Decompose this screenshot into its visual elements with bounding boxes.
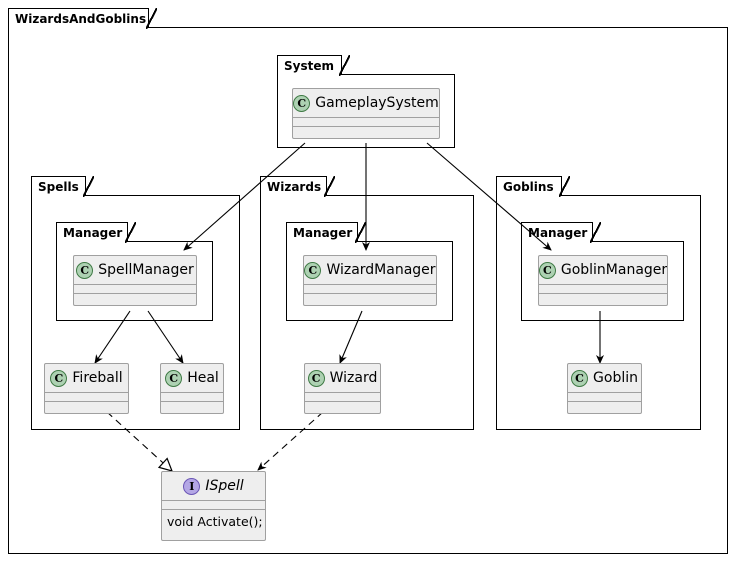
operations-compartment bbox=[293, 127, 439, 135]
compartment-divider bbox=[304, 284, 436, 285]
compartment-divider bbox=[304, 293, 436, 294]
package-label-goblins: Goblins bbox=[496, 175, 570, 197]
class-stereotype-icon: C bbox=[76, 261, 94, 279]
operations-compartment bbox=[161, 402, 223, 410]
package-label-wizardsandgoblins: WizardsAndGoblins bbox=[8, 7, 157, 29]
class-name: Wizard bbox=[329, 370, 378, 386]
compartment-divider bbox=[162, 509, 265, 510]
class-name: GoblinManager bbox=[560, 262, 668, 278]
operations-compartment bbox=[539, 294, 667, 302]
attributes-compartment bbox=[304, 285, 436, 293]
class-heal[interactable]: C Heal bbox=[160, 363, 224, 414]
package-label-spells: Spells bbox=[31, 175, 94, 197]
operations-compartment bbox=[74, 294, 196, 302]
class-wizard[interactable]: C Wizard bbox=[304, 363, 381, 414]
class-stereotype-icon: C bbox=[307, 369, 325, 387]
class-spellmanager[interactable]: C SpellManager bbox=[73, 255, 197, 306]
class-name: SpellManager bbox=[98, 262, 194, 278]
method-signature: void Activate(); bbox=[167, 513, 263, 529]
class-name: Goblin bbox=[593, 370, 638, 386]
operations-compartment: void Activate(); bbox=[162, 510, 265, 532]
interface-ispell[interactable]: I ISpell void Activate(); bbox=[161, 471, 266, 541]
compartment-divider bbox=[293, 117, 439, 118]
package-title: Manager bbox=[528, 225, 588, 240]
class-header: C SpellManager bbox=[74, 256, 196, 284]
compartment-divider bbox=[539, 293, 667, 294]
class-stereotype-icon: C bbox=[165, 369, 183, 387]
compartment-divider bbox=[305, 401, 380, 402]
class-header: C GameplaySystem bbox=[293, 89, 439, 117]
class-header: C WizardManager bbox=[304, 256, 436, 284]
package-title: Spells bbox=[38, 179, 79, 194]
interface-header: I ISpell bbox=[162, 472, 265, 500]
compartment-divider bbox=[161, 392, 223, 393]
package-title: Wizards bbox=[267, 179, 322, 194]
class-stereotype-icon: C bbox=[50, 369, 68, 387]
operations-compartment bbox=[568, 402, 641, 410]
package-title: Manager bbox=[293, 225, 353, 240]
class-header: C Goblin bbox=[568, 364, 641, 392]
package-title: System bbox=[284, 58, 334, 73]
operations-compartment bbox=[305, 402, 380, 410]
attributes-compartment bbox=[162, 501, 265, 509]
operations-compartment bbox=[304, 294, 436, 302]
package-label-wizards: Wizards bbox=[260, 175, 335, 197]
class-goblin[interactable]: C Goblin bbox=[567, 363, 642, 414]
compartment-divider bbox=[293, 126, 439, 127]
package-title: Manager bbox=[63, 225, 123, 240]
class-header: C GoblinManager bbox=[539, 256, 667, 284]
class-header: C Fireball bbox=[45, 364, 128, 392]
class-header: C Heal bbox=[161, 364, 223, 392]
package-label-spells-manager: Manager bbox=[56, 221, 136, 243]
class-name: WizardManager bbox=[326, 262, 436, 278]
package-label-system: System bbox=[277, 54, 350, 76]
class-fireball[interactable]: C Fireball bbox=[44, 363, 129, 414]
class-gameplaysystem[interactable]: C GameplaySystem bbox=[292, 88, 440, 139]
class-stereotype-icon: C bbox=[539, 261, 556, 279]
class-goblinmanager[interactable]: C GoblinManager bbox=[538, 255, 668, 306]
class-name: Heal bbox=[187, 370, 219, 386]
compartment-divider bbox=[539, 284, 667, 285]
compartment-divider bbox=[162, 500, 265, 501]
package-label-wizards-manager: Manager bbox=[286, 221, 366, 243]
interface-name: ISpell bbox=[205, 478, 244, 494]
interface-stereotype-icon: I bbox=[183, 477, 201, 495]
class-header: C Wizard bbox=[305, 364, 380, 392]
attributes-compartment bbox=[45, 393, 128, 401]
compartment-divider bbox=[568, 401, 641, 402]
attributes-compartment bbox=[568, 393, 641, 401]
package-title: Goblins bbox=[503, 179, 554, 194]
package-label-goblins-manager: Manager bbox=[521, 221, 601, 243]
attributes-compartment bbox=[161, 393, 223, 401]
operations-compartment bbox=[45, 402, 128, 410]
class-stereotype-icon: C bbox=[293, 94, 311, 112]
compartment-divider bbox=[74, 293, 196, 294]
class-wizardmanager[interactable]: C WizardManager bbox=[303, 255, 437, 306]
compartment-divider bbox=[74, 284, 196, 285]
compartment-divider bbox=[305, 392, 380, 393]
class-name: GameplaySystem bbox=[315, 95, 439, 111]
compartment-divider bbox=[45, 401, 128, 402]
attributes-compartment bbox=[539, 285, 667, 293]
class-stereotype-icon: C bbox=[304, 261, 322, 279]
attributes-compartment bbox=[305, 393, 380, 401]
compartment-divider bbox=[45, 392, 128, 393]
class-name: Fireball bbox=[72, 370, 123, 386]
attributes-compartment bbox=[293, 118, 439, 126]
compartment-divider bbox=[161, 401, 223, 402]
class-stereotype-icon: C bbox=[571, 369, 589, 387]
compartment-divider bbox=[568, 392, 641, 393]
package-title: WizardsAndGoblins bbox=[15, 11, 147, 26]
attributes-compartment bbox=[74, 285, 196, 293]
